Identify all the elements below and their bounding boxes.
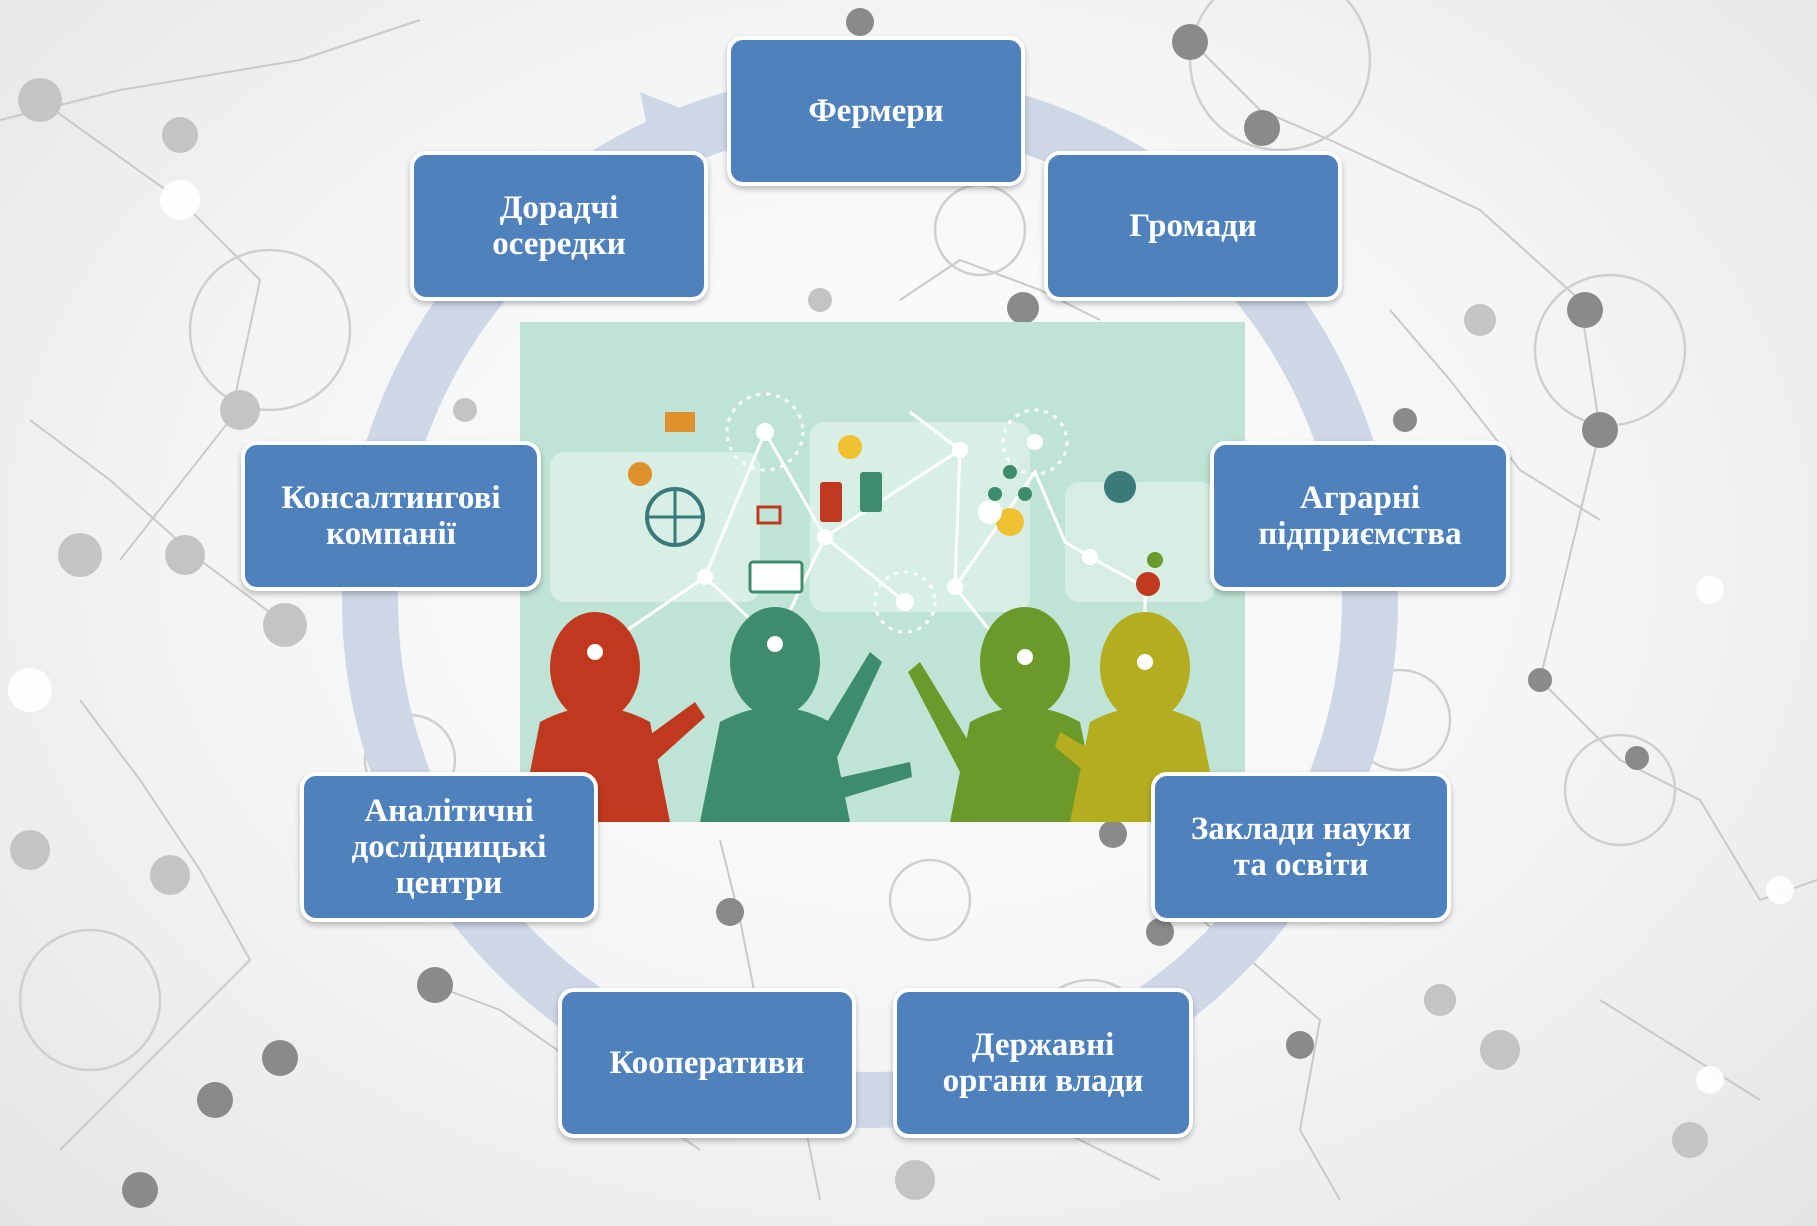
node-communities-label: Громади — [1129, 208, 1257, 244]
node-consulting: Консалтингові компанії — [241, 441, 541, 591]
lightbulb-icon — [838, 435, 862, 459]
people-networking-illustration — [520, 392, 1220, 822]
node-state-authorities-label: Державні органи влади — [942, 1027, 1144, 1099]
node-advisory: Дорадчі осередки — [410, 151, 708, 301]
phone-icon-2 — [860, 472, 882, 512]
team-icon — [988, 465, 1032, 501]
person-green — [908, 607, 1100, 822]
node-consulting-label: Консалтингові компанії — [281, 480, 501, 552]
person-teal — [700, 607, 912, 822]
node-advisory-label: Дорадчі осередки — [492, 190, 626, 262]
screen-icon — [748, 560, 804, 594]
node-communities: Громади — [1044, 151, 1342, 301]
node-state-authorities: Державні органи влади — [893, 988, 1193, 1138]
node-farmers-label: Фермери — [808, 93, 944, 129]
node-agri-enterprises: Аграрні підприємства — [1210, 441, 1510, 591]
node-research-centers: Аналітичні дослідницькі центри — [300, 772, 598, 922]
node-cooperatives-label: Кооперативи — [609, 1045, 805, 1081]
pie-icon — [628, 462, 652, 486]
node-cooperatives: Кооперативи — [558, 988, 856, 1138]
node-agri-enterprises-label: Аграрні підприємства — [1258, 480, 1462, 552]
cloud-icon — [1104, 471, 1136, 503]
center-illustration — [520, 322, 1245, 822]
globe-icon — [645, 487, 705, 547]
cycle-arrowhead — [640, 92, 690, 140]
gear-icon-2 — [1147, 552, 1163, 568]
node-research-centers-label: Аналітичні дослідницькі центри — [351, 793, 547, 901]
phone-icon — [820, 482, 842, 522]
chart-icon — [665, 412, 695, 432]
chat-icon — [996, 508, 1024, 536]
chat-icon-2 — [978, 500, 1002, 524]
gear-icon — [1136, 572, 1160, 596]
node-science-education: Заклади науки та освіти — [1151, 772, 1451, 922]
node-farmers: Фермери — [727, 36, 1025, 186]
envelope-icon — [756, 505, 782, 525]
node-science-education-label: Заклади науки та освіти — [1190, 811, 1412, 883]
